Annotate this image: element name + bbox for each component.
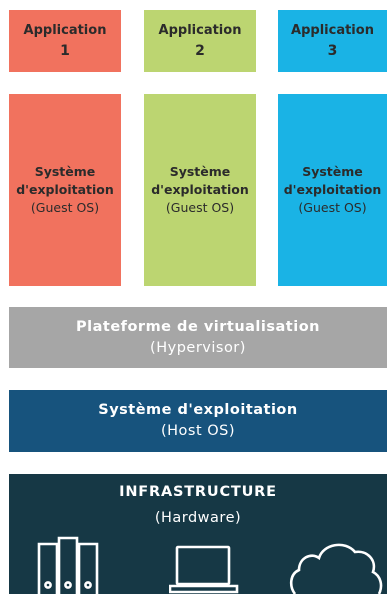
application-1-title: Application bbox=[23, 23, 107, 38]
cloud-icon bbox=[289, 543, 383, 594]
infrastructure-layer: INFRASTRUCTURE (Hardware) bbox=[9, 474, 387, 594]
host-os-subtitle: (Host OS) bbox=[160, 423, 236, 439]
guest-os-2-box: Système d'exploitation (Guest OS) bbox=[144, 94, 256, 286]
application-3-title: Application bbox=[291, 23, 374, 38]
hypervisor-title: Plateforme de virtualisation bbox=[76, 318, 320, 335]
hypervisor-layer: Plateforme de virtualisation (Hypervisor… bbox=[9, 307, 387, 368]
application-2-title: Application bbox=[158, 23, 242, 38]
guest-os-2-line3: (Guest OS) bbox=[165, 200, 235, 215]
guest-os-2-line2: d'exploitation bbox=[151, 182, 249, 197]
guest-os-1-line1: Système bbox=[34, 164, 96, 179]
guest-os-1-line2: d'exploitation bbox=[16, 182, 114, 197]
guest-os-2-line1: Système bbox=[169, 164, 231, 179]
application-3-number: 3 bbox=[327, 43, 338, 59]
infrastructure-subtitle: (Hardware) bbox=[154, 510, 242, 526]
application-1-box: Application 1 bbox=[9, 10, 121, 72]
application-3-box: Application 3 bbox=[278, 10, 387, 72]
guest-os-3-line3: (Guest OS) bbox=[298, 200, 367, 215]
application-1-number: 1 bbox=[60, 43, 70, 59]
guest-os-3-line2: d'exploitation bbox=[283, 182, 382, 197]
host-os-layer: Système d'exploitation (Host OS) bbox=[9, 390, 387, 452]
laptop-icon bbox=[169, 545, 239, 594]
guest-os-1-line3: (Guest OS) bbox=[30, 200, 100, 215]
host-os-title: Système d'exploitation bbox=[98, 402, 298, 418]
infrastructure-title: INFRASTRUCTURE bbox=[119, 484, 277, 500]
guest-os-3-line1: Système bbox=[302, 164, 363, 179]
servers-icon bbox=[37, 536, 99, 594]
guest-os-3-box: Système d'exploitation (Guest OS) bbox=[278, 94, 387, 286]
application-2-number: 2 bbox=[195, 43, 205, 59]
guest-os-1-box: Système d'exploitation (Guest OS) bbox=[9, 94, 121, 286]
application-2-box: Application 2 bbox=[144, 10, 256, 72]
hypervisor-subtitle: (Hypervisor) bbox=[150, 339, 246, 356]
